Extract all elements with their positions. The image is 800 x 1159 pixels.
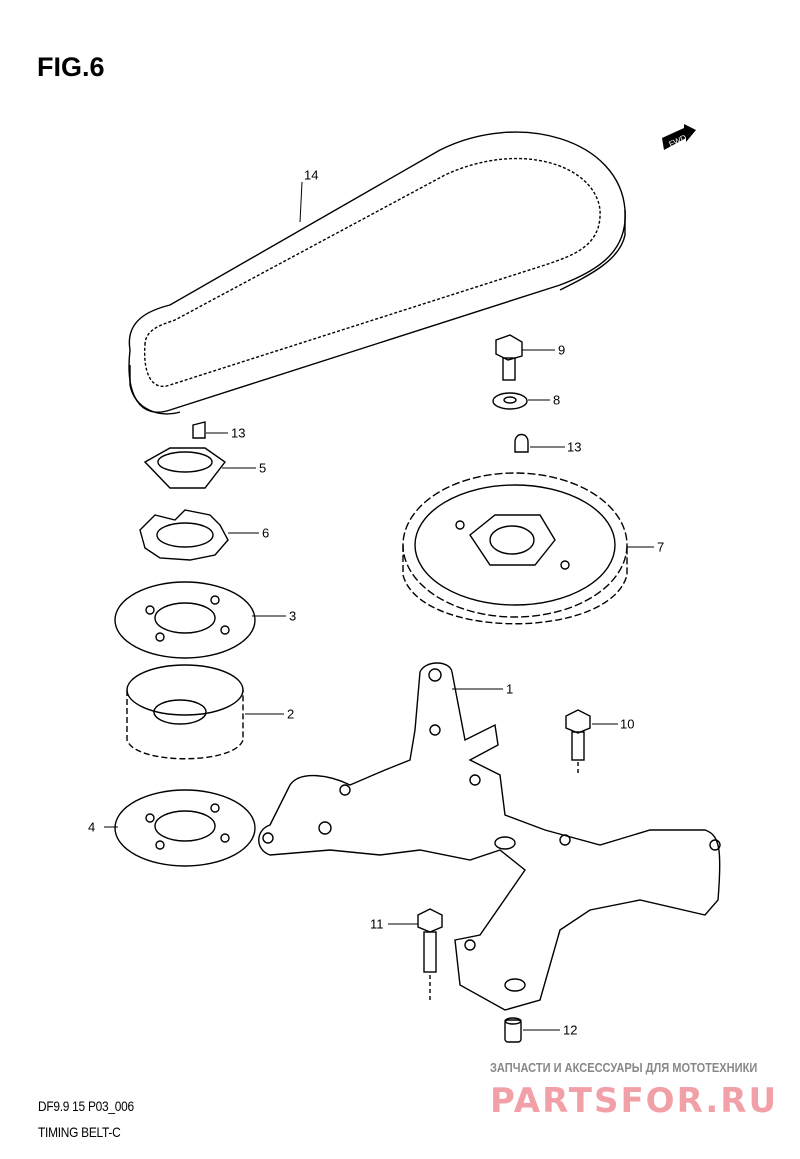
callout-8: 8 [553,392,561,408]
arrow-right-icon: FWD [662,124,696,150]
camshaft-pulley [402,472,628,625]
callout-1: 1 [506,681,514,697]
bolt-10 [565,709,591,775]
diagram-code: DF9.9 15 P03_006 [38,1098,134,1114]
woodruff-key-right [514,433,529,453]
mounting-bracket [258,662,721,1011]
bolt-upper [495,334,523,381]
nut [143,447,227,489]
callout-13-right: 13 [567,439,582,455]
guide-plate-upper [114,581,256,659]
washer [492,392,528,410]
fwd-marker: FWD [660,124,700,159]
callout-10: 10 [620,716,635,732]
callout-3: 3 [289,608,297,624]
watermark-tagline: ЗАПЧАСТИ И АКСЕССУАРЫ ДЛЯ МОТОТЕХНИКИ [490,1060,758,1075]
callout-2: 2 [287,706,295,722]
callout-9: 9 [558,342,566,358]
bolt-11 [417,908,443,1000]
callout-14: 14 [304,167,319,183]
guide-plate-lower [114,789,256,867]
callout-5: 5 [259,460,267,476]
timing-belt [128,131,626,415]
callout-7: 7 [657,539,665,555]
callout-4: 4 [88,819,96,835]
leader-lines [104,181,654,1031]
callout-12: 12 [563,1022,578,1038]
crankshaft-sprocket [126,664,244,760]
callout-13-left: 13 [231,425,246,441]
figure-title: FIG.6 [37,52,105,82]
woodruff-key-left [192,421,206,439]
callout-11: 11 [370,916,384,932]
watermark-brand: PARTSFOR.RU [490,1081,779,1121]
dowel-pin [504,1017,522,1043]
lock-washer [139,509,229,561]
callout-6: 6 [262,525,270,541]
diagram-caption: TIMING BELT-C [38,1124,121,1140]
